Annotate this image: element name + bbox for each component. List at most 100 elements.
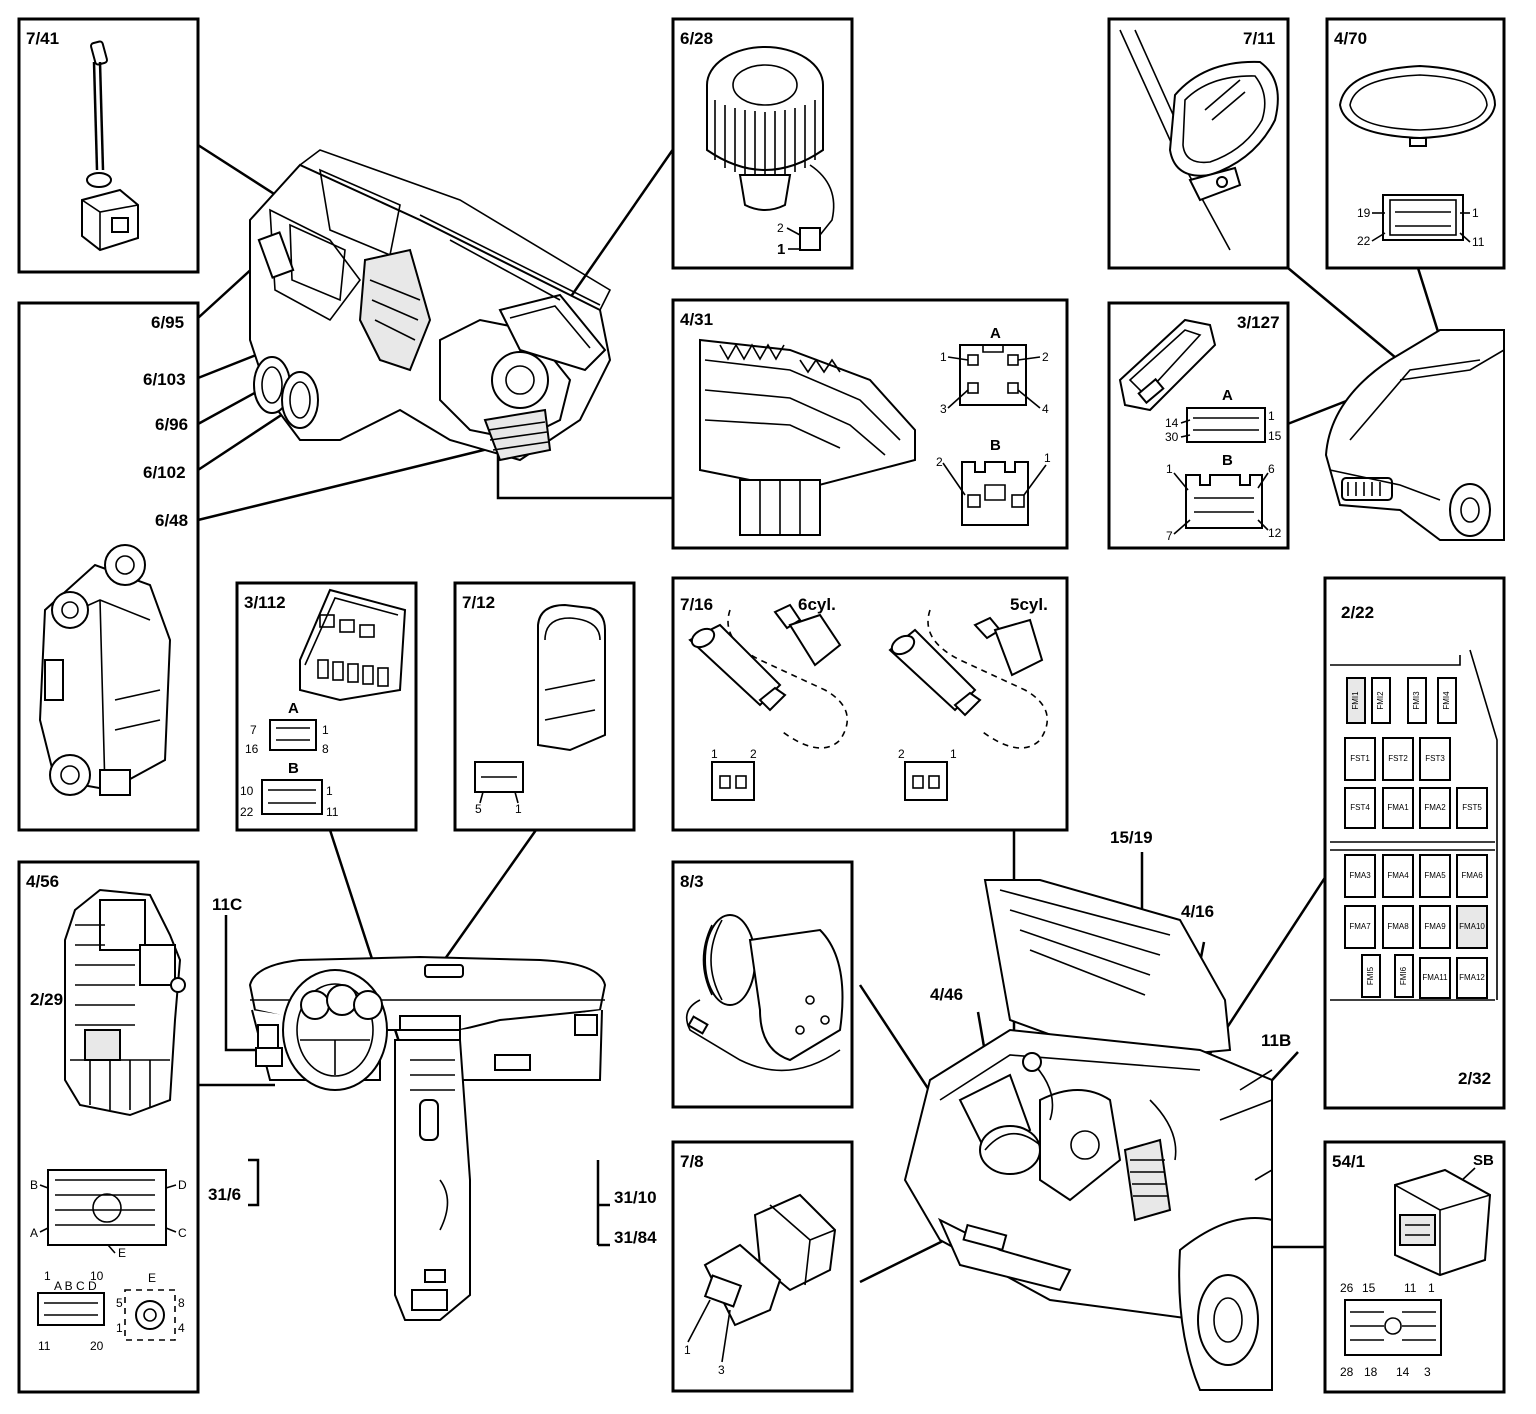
pin-16: 16 (245, 742, 259, 756)
fuse-relay-label: FST4 (1350, 803, 1370, 812)
pin-1: 1 (515, 802, 522, 816)
label-31-6: 31/6 (208, 1185, 241, 1204)
fuse-relay-label: FMI4 (1442, 691, 1451, 710)
label-2-22: 2/22 (1341, 603, 1374, 622)
fuse-relay-label: FMI2 (1376, 691, 1385, 710)
pin-19: 19 (1357, 206, 1371, 220)
fuse-relay-cell (1419, 787, 1451, 829)
pin-2: 2 (936, 455, 943, 469)
pin-22: 22 (1357, 234, 1371, 248)
label-4-56: 4/56 (26, 872, 59, 891)
panel-4-56: 4/56 2/29 B A D C E 1 A B C D 10 11 20 E… (17, 860, 200, 1394)
pin-20: 20 (90, 1339, 104, 1353)
fuse-relay-label: FMA8 (1387, 922, 1409, 931)
fuse-relay-label: FMI5 (1366, 966, 1375, 985)
fuse-relay-label: FST3 (1425, 754, 1445, 763)
label-7-11: 7/11 (1243, 29, 1275, 48)
label-7-41: 7/41 (26, 29, 59, 48)
fuse-relay-label: FMA2 (1424, 803, 1446, 812)
fuse-relay-cell (1346, 677, 1366, 724)
panel-4-70: 4/70 19 22 1 11 (1325, 17, 1506, 270)
pin-10: 10 (240, 784, 254, 798)
pin-7: 7 (250, 723, 257, 737)
label-6-28: 6/28 (680, 29, 713, 48)
car-front-illustration (1324, 329, 1505, 541)
pin-14: 14 (1165, 416, 1179, 430)
fuse-relay-cell (1419, 905, 1451, 949)
conn-abcd: A B C D (54, 1279, 97, 1293)
label-7-8: 7/8 (680, 1152, 704, 1171)
pin-8: 8 (178, 1296, 185, 1310)
pin-15: 15 (1362, 1281, 1376, 1295)
fuse-relay-label: FST2 (1388, 754, 1408, 763)
fuse-relay-cell (1419, 737, 1451, 781)
pin-7: 7 (1166, 529, 1173, 543)
pin-22: 22 (240, 805, 254, 819)
conn-d: D (178, 1178, 187, 1192)
pin-28: 28 (1340, 1365, 1354, 1379)
fuse-relay-cell (1382, 854, 1414, 898)
label-7-16: 7/16 (680, 595, 713, 614)
fuse-relay-label: FST5 (1462, 803, 1482, 812)
conn-a: A (1222, 387, 1233, 404)
fuse-relay-cell (1456, 854, 1488, 898)
fuse-relay-cell (1394, 954, 1414, 998)
panel-7-16: 7/16 6cyl. 5cyl. 1 2 2 1 (671, 576, 1069, 832)
pin-2: 2 (777, 221, 784, 235)
fuse-relay-label: FMI1 (1351, 691, 1360, 710)
conn-b: B (1222, 452, 1233, 469)
label-6-48: 6/48 (155, 511, 188, 530)
label-4-31: 4/31 (680, 310, 713, 329)
pin-1: 1 (44, 1269, 51, 1283)
fuse-relay-cell (1344, 787, 1376, 829)
pin-3: 3 (1424, 1365, 1431, 1379)
panel-6-28: 6/28 2 1 (671, 17, 854, 270)
fuse-relay-label: FMI6 (1399, 966, 1408, 985)
pin-2: 2 (750, 747, 757, 761)
pin-1: 1 (116, 1321, 123, 1335)
pin-5: 5 (116, 1296, 123, 1310)
pin-11: 11 (326, 805, 339, 819)
panel-6-95: 6/95 6/103 6/96 6/102 6/48 (17, 301, 200, 832)
label-15-19: 15/19 (1110, 828, 1153, 847)
pin-1: 1 (1428, 1281, 1435, 1295)
pin-4: 4 (1042, 402, 1049, 416)
fuse-relay-cell (1437, 677, 1457, 724)
panel-3-112: 3/112 A 7 16 1 8 B 10 22 1 11 (235, 581, 418, 832)
conn-e: E (148, 1271, 156, 1285)
label-31-84: 31/84 (614, 1228, 657, 1247)
conn-a: A (990, 325, 1001, 342)
fuse-relay-label: FMA6 (1461, 871, 1483, 880)
label-6-103: 6/103 (143, 370, 186, 389)
pin-3: 3 (718, 1363, 725, 1377)
fuse-relay-cell (1456, 787, 1488, 829)
panel-8-3: 8/3 (671, 860, 854, 1109)
fuse-relay-label: FMA3 (1349, 871, 1371, 880)
fuse-relay-label: FMA5 (1424, 871, 1446, 880)
fuse-relay-label: FMI3 (1412, 691, 1421, 710)
pin-10: 10 (90, 1269, 104, 1283)
fuse-relay-label: FMA11 (1422, 973, 1448, 982)
label-31-10: 31/10 (614, 1188, 657, 1207)
label-6cyl: 6cyl. (798, 595, 836, 614)
panel-7-8: 7/8 1 3 (671, 1140, 854, 1393)
dashboard-illustration: 11C 31/6 31/10 31/84 (208, 895, 657, 1321)
conn-a: A (288, 700, 299, 717)
pin-26: 26 (1340, 1281, 1354, 1295)
pin-12: 12 (1268, 526, 1282, 540)
label-54-1: 54/1 (1332, 1152, 1365, 1171)
fuse-relay-cell (1371, 677, 1391, 724)
fuse-relay-label: FMA1 (1387, 803, 1409, 812)
panel-4-31: 4/31 A 1 2 3 4 B 2 1 (671, 298, 1069, 550)
pin-1: 1 (322, 723, 329, 737)
panel-7-41: 7/41 (17, 17, 200, 274)
pin-1: 1 (326, 784, 333, 798)
pin-1: 1 (1166, 462, 1173, 476)
label-4-70: 4/70 (1334, 29, 1367, 48)
label-11b: 11B (1261, 1031, 1291, 1050)
label-6-96: 6/96 (155, 415, 188, 434)
label-4-16: 4/16 (1181, 902, 1214, 921)
pin-18: 18 (1364, 1365, 1378, 1379)
hvac-assembly-illustration (249, 149, 612, 462)
